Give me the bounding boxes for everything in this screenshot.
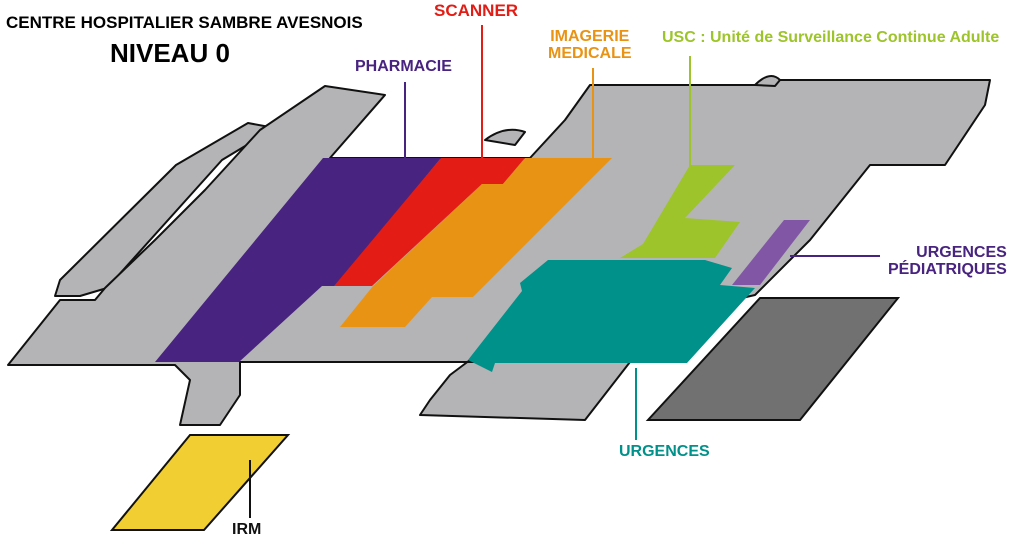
zones: [109, 158, 901, 531]
roof-bump-right: [754, 75, 781, 87]
zone-dark-block: [645, 297, 901, 421]
level-title: NIVEAU 0: [110, 38, 230, 68]
zone-irm[interactable]: [109, 434, 291, 531]
roof-bump-left: [484, 128, 526, 146]
leader-lines: [249, 25, 880, 518]
zone-urgences-pediatriques[interactable]: [732, 220, 810, 285]
zone-pharmacie[interactable]: [155, 158, 441, 362]
label-irm: IRM: [232, 521, 262, 538]
label-scanner: SCANNER: [434, 1, 519, 20]
label-urgences-pediatriques: URGENCES PÉDIATRIQUES: [888, 244, 1007, 279]
label-imagerie-medicale: IMAGERIE MEDICALE: [548, 28, 632, 63]
label-pharmacie: PHARMACIE: [355, 58, 452, 75]
hospital-name: CENTRE HOSPITALIER SAMBRE AVESNOIS: [6, 13, 363, 32]
label-urgped-line1: URGENCES: [916, 244, 1007, 261]
zone-usc[interactable]: [620, 165, 740, 258]
label-usc: USC : Unité de Surveillance Continue Adu…: [662, 29, 1000, 46]
label-imagerie-line1: IMAGERIE: [550, 28, 630, 45]
zone-urgences[interactable]: [468, 260, 755, 372]
zone-scanner[interactable]: [334, 158, 525, 286]
zone-imagerie[interactable]: [340, 158, 612, 327]
label-imagerie-line2: MEDICALE: [548, 44, 632, 62]
label-urgped-line2: PÉDIATRIQUES: [888, 260, 1007, 278]
label-urgences: URGENCES: [619, 443, 710, 460]
